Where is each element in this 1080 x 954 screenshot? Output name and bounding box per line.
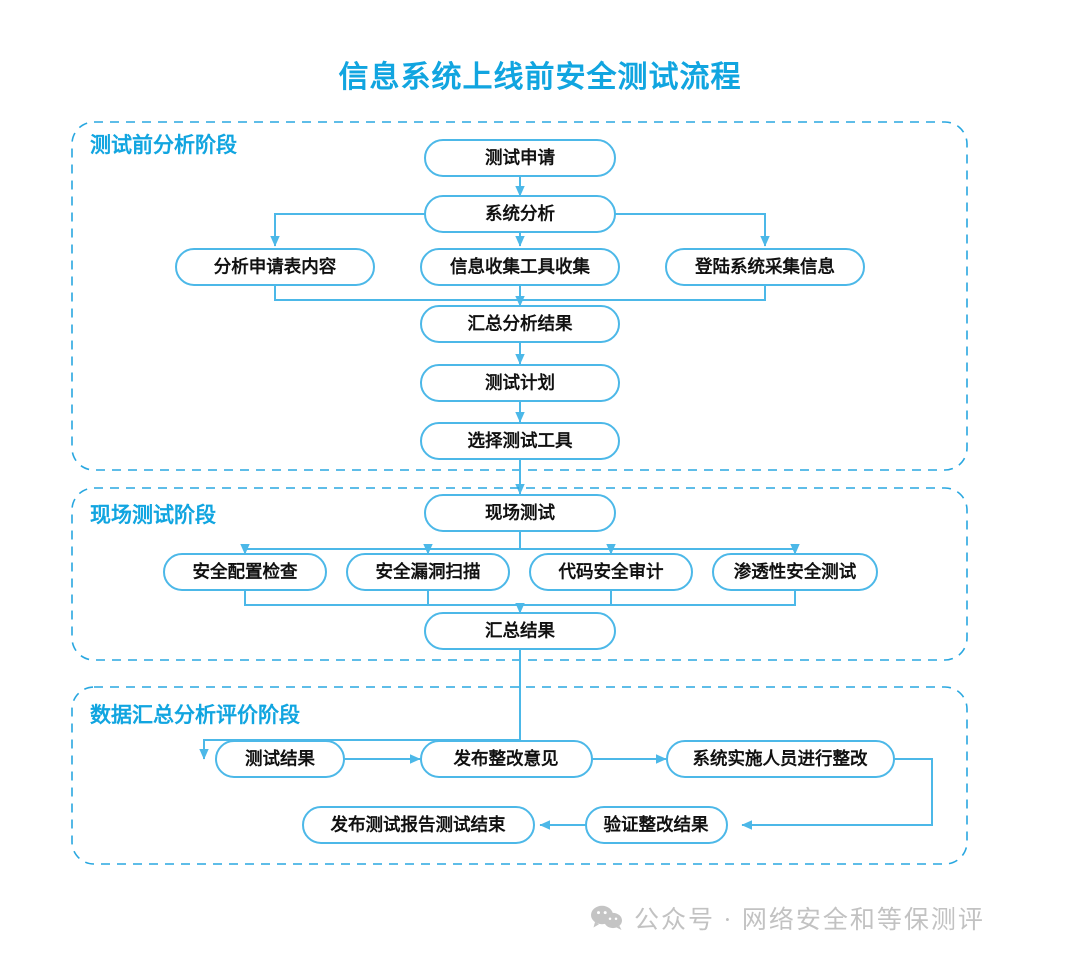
node-verify-rectify[interactable]: 验证整改结果	[585, 806, 728, 844]
node-publish-opinion-label: 发布整改意见	[453, 749, 559, 769]
node-code-audit-label: 代码安全审计	[558, 562, 664, 582]
connectors-data-summary	[199, 649, 933, 830]
node-select-tool[interactable]: 选择测试工具	[420, 422, 620, 460]
node-test-result-label: 测试结果	[245, 749, 315, 769]
node-sys-analysis-label: 系统分析	[485, 204, 555, 224]
node-login-collect-label: 登陆系统采集信息	[694, 257, 835, 277]
node-login-collect[interactable]: 登陆系统采集信息	[665, 248, 865, 286]
section-label-onsite-test: 现场测试阶段	[90, 503, 216, 527]
group-data-summary	[71, 686, 968, 865]
node-summary-result-label: 汇总结果	[485, 621, 555, 641]
node-code-audit[interactable]: 代码安全审计	[529, 553, 693, 591]
node-analyze-form[interactable]: 分析申请表内容	[175, 248, 375, 286]
node-sys-analysis[interactable]: 系统分析	[424, 195, 616, 233]
connectors-onsite-test	[240, 531, 800, 614]
node-summary-analysis[interactable]: 汇总分析结果	[420, 305, 620, 343]
node-vuln-scan-label: 安全漏洞扫描	[376, 562, 481, 582]
node-summary-analysis-label: 汇总分析结果	[468, 314, 573, 334]
node-publish-opinion[interactable]: 发布整改意见	[420, 740, 593, 778]
node-select-tool-label: 选择测试工具	[468, 431, 573, 451]
page-title: 信息系统上线前安全测试流程	[338, 61, 742, 94]
node-vuln-scan[interactable]: 安全漏洞扫描	[346, 553, 510, 591]
wechat-icon	[590, 904, 624, 932]
footer-text: 公众号 · 网络安全和等保测评	[634, 907, 985, 934]
node-test-plan-label: 测试计划	[485, 373, 555, 393]
section-label-pre-analysis: 测试前分析阶段	[90, 133, 237, 157]
node-pen-test[interactable]: 渗透性安全测试	[712, 553, 878, 591]
node-info-tool-label: 信息收集工具收集	[450, 257, 590, 277]
node-staff-rectify[interactable]: 系统实施人员进行整改	[666, 740, 895, 778]
node-pen-test-label: 渗透性安全测试	[734, 562, 857, 582]
section-label-data-summary: 数据汇总分析评价阶段	[90, 703, 300, 727]
node-verify-rectify-label: 验证整改结果	[604, 815, 709, 835]
node-config-check[interactable]: 安全配置检查	[163, 553, 327, 591]
node-info-tool[interactable]: 信息收集工具收集	[420, 248, 620, 286]
node-publish-report[interactable]: 发布测试报告测试结束	[302, 806, 535, 844]
node-onsite-label: 现场测试	[485, 503, 555, 523]
node-summary-result[interactable]: 汇总结果	[424, 612, 616, 650]
node-apply-label: 测试申请	[485, 148, 555, 168]
node-publish-report-label: 发布测试报告测试结束	[330, 815, 506, 835]
node-apply[interactable]: 测试申请	[424, 139, 616, 177]
node-analyze-form-label: 分析申请表内容	[214, 257, 337, 277]
connectors-pre-analysis	[270, 176, 770, 495]
node-config-check-label: 安全配置检查	[193, 562, 298, 582]
node-staff-rectify-label: 系统实施人员进行整改	[693, 749, 868, 769]
node-test-result[interactable]: 测试结果	[215, 740, 345, 778]
node-onsite[interactable]: 现场测试	[424, 494, 616, 532]
node-test-plan[interactable]: 测试计划	[420, 364, 620, 402]
footer: 公众号 · 网络安全和等保测评	[590, 900, 985, 936]
